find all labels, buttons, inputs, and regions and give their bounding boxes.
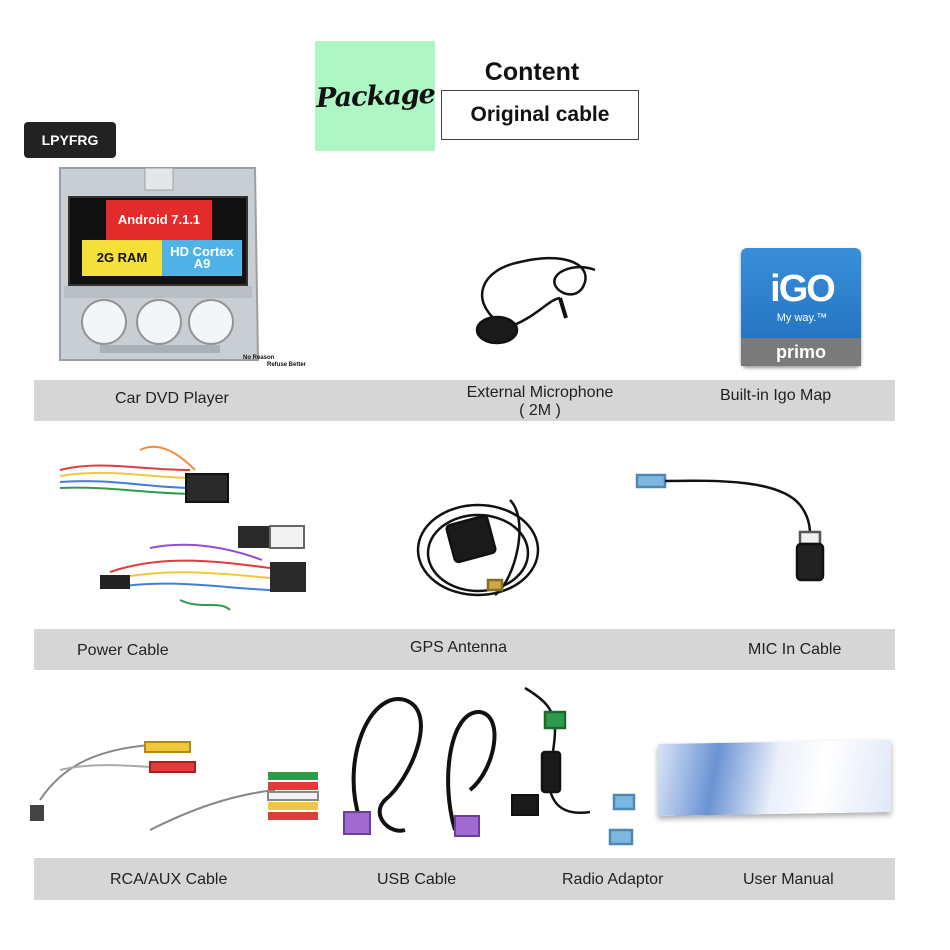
external-microphone-image <box>475 256 596 345</box>
label-external-microphone: External Microphone ( 2M ) <box>466 384 614 419</box>
usb-cable-image <box>343 697 539 837</box>
label-power-cable: Power Cable <box>77 642 169 659</box>
spec-android-badge: Android 7.1.1 <box>106 200 212 240</box>
label-rca-aux-cable: RCA/AUX Cable <box>110 871 228 888</box>
slogan-note: No Reason Refuse Better <box>243 355 307 368</box>
user-manual-image <box>658 739 891 817</box>
power-cable-image <box>59 445 306 611</box>
content-value-box: Original cable <box>441 90 639 140</box>
gps-antenna-image <box>416 499 540 597</box>
label-usb-cable: USB Cable <box>377 871 457 888</box>
brand-badge: LPYFRG <box>24 122 116 158</box>
label-bar-row-3 <box>34 858 895 900</box>
label-bar-row-2 <box>34 629 895 670</box>
label-radio-adaptor: Radio Adaptor <box>562 871 664 888</box>
label-builtin-igo-map: Built-in Igo Map <box>720 387 832 404</box>
label-mic-in-cable: MIC In Cable <box>748 641 842 658</box>
package-label-box: Package <box>315 41 435 151</box>
rca-aux-cable-image <box>30 741 319 831</box>
label-bar-row-1 <box>34 380 895 421</box>
label-user-manual: User Manual <box>743 871 834 888</box>
label-gps-antenna: GPS Antenna <box>410 639 507 656</box>
radio-adaptor-image <box>524 686 636 846</box>
content-title: Content <box>484 58 580 86</box>
label-car-dvd-player: Car DVD Player <box>115 390 229 407</box>
spec-ram-badge: 2G RAM <box>82 240 162 276</box>
spec-cpu-badge: HD Cortex A9 <box>162 240 242 276</box>
package-label: Package <box>315 78 435 114</box>
igo-edition: primo <box>741 338 861 366</box>
mic-in-cable-image <box>635 473 825 582</box>
igo-logo-text: iGO <box>770 268 836 310</box>
igo-tagline: My way.™ <box>776 312 828 324</box>
